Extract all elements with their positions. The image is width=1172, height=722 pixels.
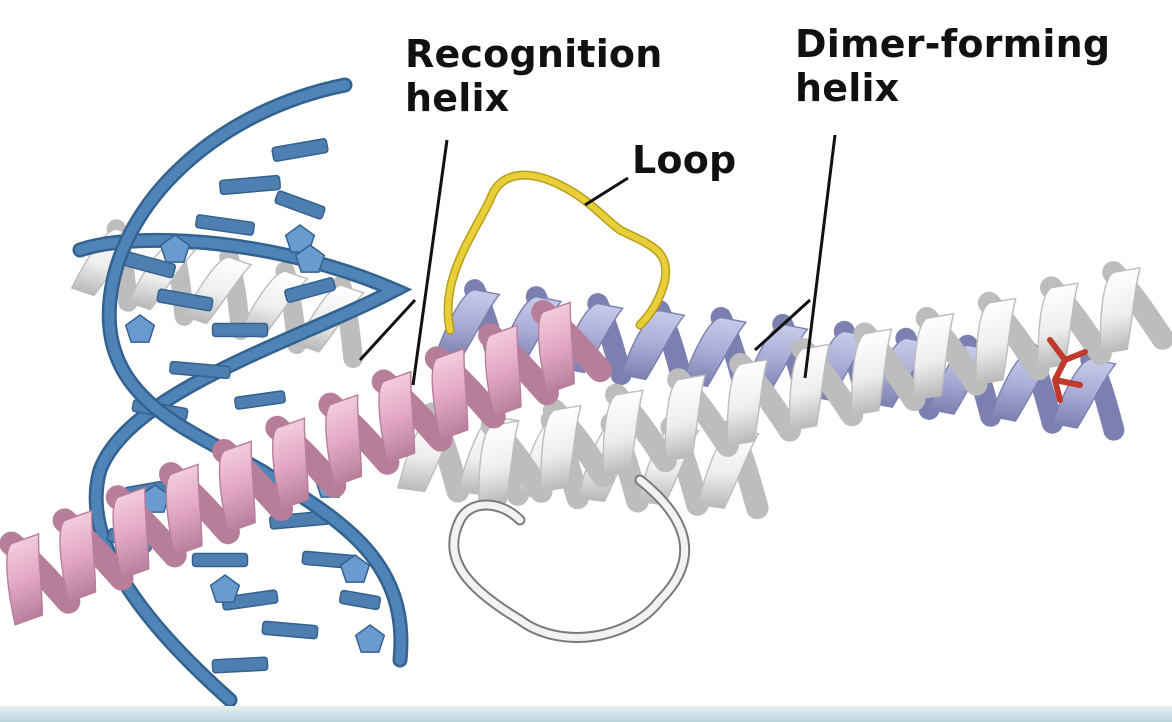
white-dimer-helix bbox=[478, 261, 1172, 508]
pink-recognition-helix-front-turn bbox=[272, 417, 309, 510]
dna-base-pair bbox=[271, 138, 329, 162]
pink-recognition-helix-front-turn bbox=[218, 440, 256, 534]
white-dimer-helix-front-turn bbox=[664, 374, 707, 462]
dna-sugar-ring bbox=[294, 244, 326, 273]
residue-bond bbox=[1052, 357, 1068, 383]
residue-bond bbox=[1052, 377, 1083, 388]
lower-white-helix-front-turn bbox=[696, 429, 760, 509]
white-dimer-helix-front-turn bbox=[1099, 266, 1142, 355]
helices-back-layer bbox=[70, 219, 1172, 643]
dna-sugar-ring bbox=[209, 574, 241, 603]
lavender-dimer-helix-front-turn bbox=[1051, 358, 1117, 429]
dna-sugar-ring bbox=[159, 234, 191, 263]
dimer-leader-line bbox=[803, 134, 837, 379]
white-dimer-helix-front-turn bbox=[975, 297, 1017, 386]
dna-base-pair bbox=[219, 174, 281, 196]
dimer-forming-helix-label: Dimer-forming helix bbox=[795, 22, 1110, 110]
pink-recognition-helix-front-turn bbox=[484, 324, 522, 418]
dna-sugar-ring bbox=[339, 554, 371, 583]
recognition-label-line1: Recognition bbox=[405, 32, 663, 76]
white-dimer-helix-front-turn bbox=[788, 343, 831, 432]
dimer-leader-line-2 bbox=[753, 298, 812, 352]
helices-front-layer bbox=[0, 170, 1088, 626]
loop-ribbon bbox=[445, 172, 669, 333]
pink-recognition-helix-front-turn bbox=[59, 509, 97, 603]
dna-base-pair bbox=[234, 390, 286, 410]
recognition-leader-line bbox=[411, 139, 449, 386]
pink-recognition-helix-front-turn bbox=[165, 463, 203, 557]
residue-bond bbox=[1047, 337, 1068, 363]
lavender-dimer-helix-front-turn bbox=[681, 316, 748, 388]
white-dimer-helix-front-turn bbox=[602, 389, 644, 478]
white-dimer-helix-front-turn bbox=[913, 312, 955, 401]
red-residue-sidechain bbox=[1047, 337, 1088, 403]
white-dimer-helix-front-turn bbox=[540, 404, 582, 493]
pink-recognition-helix bbox=[0, 300, 613, 626]
dna-base-pair bbox=[338, 589, 382, 611]
dna-sugar-ring bbox=[354, 624, 386, 653]
white-dimer-helix-front-turn bbox=[478, 420, 520, 508]
dna-backbone-strand-a bbox=[104, 80, 406, 665]
recognition-label-line2: helix bbox=[405, 76, 510, 120]
white-dimer-helix-front-turn bbox=[851, 328, 893, 416]
recognition-helix-label: Recognition helix bbox=[405, 32, 663, 120]
dna-base-pair bbox=[191, 552, 249, 568]
pink-recognition-helix-front-turn bbox=[6, 532, 44, 626]
recognition-leader-line-2 bbox=[358, 298, 417, 362]
loop-label: Loop bbox=[632, 138, 737, 182]
dna-base-pair bbox=[274, 190, 326, 220]
residue-bond bbox=[1062, 349, 1088, 363]
white-dimer-helix-front-turn bbox=[726, 358, 769, 447]
loop-leader-line bbox=[584, 176, 629, 207]
dna-base-pair bbox=[211, 656, 269, 674]
lavender-dimer-helix-front-turn bbox=[620, 309, 686, 381]
white-dimer-helix-front-turn bbox=[1037, 282, 1079, 370]
pink-recognition-helix-front-turn bbox=[431, 347, 469, 441]
dna-base-pair bbox=[261, 620, 319, 640]
dna-base-pair bbox=[195, 214, 255, 236]
dna-base-pair bbox=[221, 589, 279, 611]
dna-sugar-ring bbox=[124, 314, 156, 343]
bottom-gradient-band bbox=[0, 706, 1172, 722]
dimer-label-line1: Dimer-forming bbox=[795, 22, 1111, 66]
dna-base-pair bbox=[169, 360, 231, 380]
pink-recognition-helix-front-turn bbox=[537, 301, 575, 395]
pink-recognition-helix-front-turn bbox=[325, 393, 363, 487]
leader-lines bbox=[358, 134, 837, 386]
dna-base-pair bbox=[211, 322, 269, 338]
dimer-label-line2: helix bbox=[795, 66, 900, 110]
residue-bond bbox=[1052, 377, 1063, 403]
dna-double-helix bbox=[72, 77, 413, 708]
pink-recognition-helix-front-turn bbox=[378, 370, 416, 464]
dna-base-pair bbox=[284, 277, 336, 303]
dna-base-pair bbox=[156, 288, 214, 312]
pink-recognition-helix-front-turn bbox=[112, 486, 150, 580]
lower-loop bbox=[450, 476, 689, 641]
